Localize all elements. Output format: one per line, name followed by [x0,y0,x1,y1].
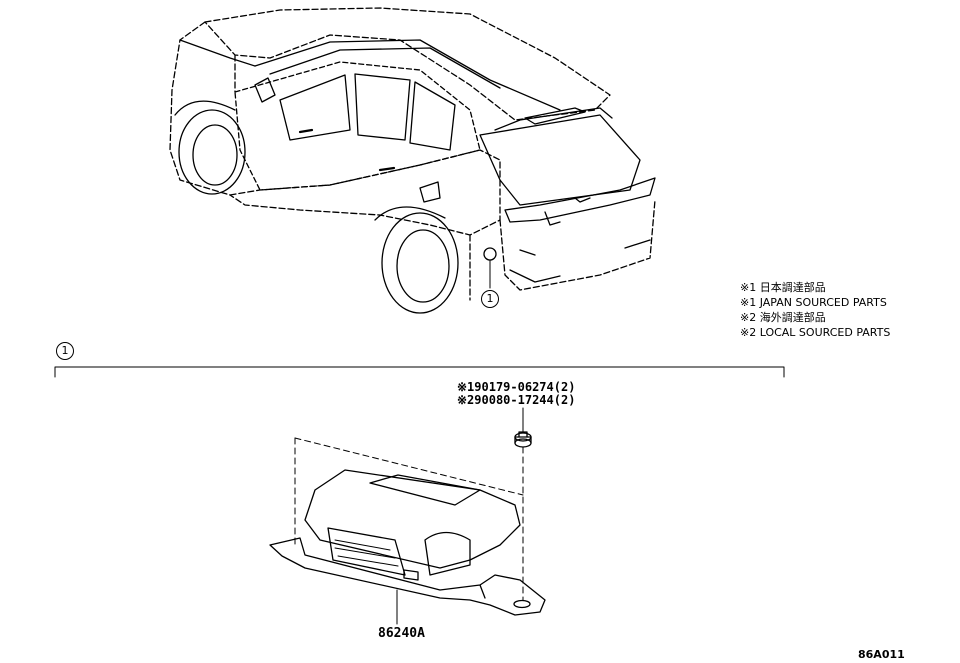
bolt-part-number-local: ※290080-17244(2) [457,393,576,407]
legend-line: ※2 LOCAL SOURCED PARTS [740,326,891,339]
location-callout-number: 1 [481,290,499,308]
bolt-part-number-japan: ※190179-06274(2) [457,380,576,394]
group-callout-number: 1 [56,342,74,360]
location-marker-icon [483,247,497,261]
legend-line: ※1 日本調達部品 [740,281,826,294]
legend-line: ※2 海外調達部品 [740,311,826,324]
group-bracket [54,366,785,378]
control-module-illustration [269,437,546,625]
bolt-illustration [514,407,532,601]
legend-line: ※1 JAPAN SOURCED PARTS [740,296,887,309]
module-part-number: 86240A [378,626,425,641]
figure-id: 86A011 [858,648,905,661]
sourcing-legend: ※1 日本調達部品 ※1 JAPAN SOURCED PARTS ※2 海外調達… [740,280,890,340]
vehicle-illustration [169,7,656,314]
